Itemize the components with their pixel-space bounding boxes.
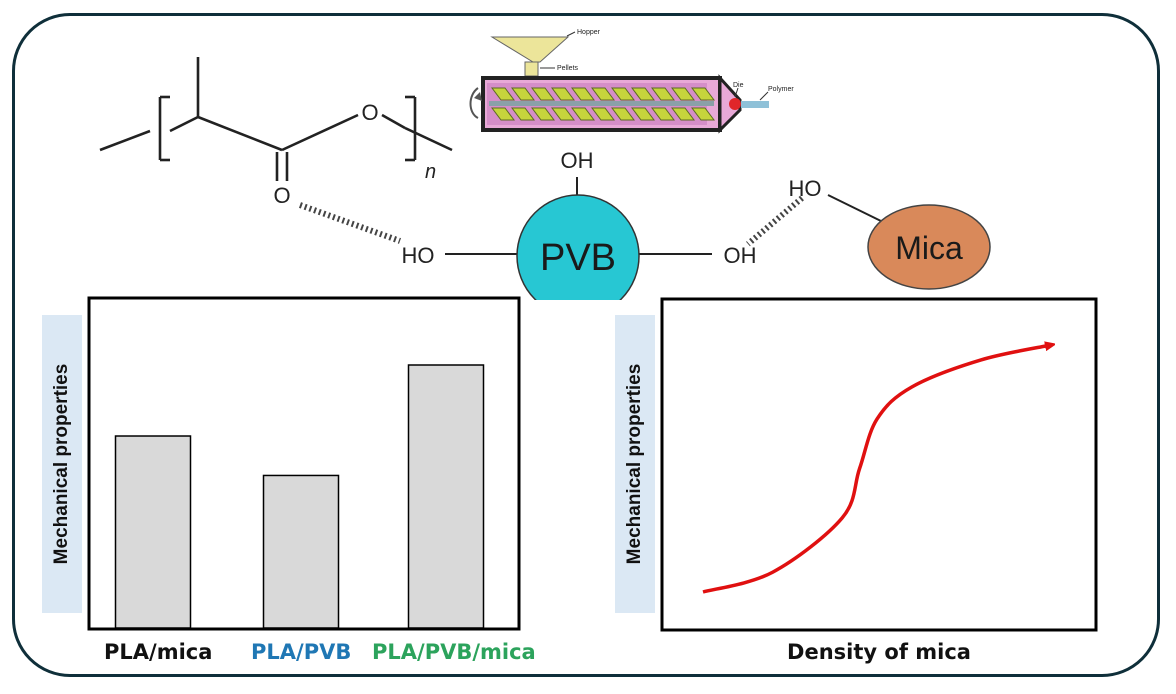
left-ylabel-box: Mechanical properties	[42, 315, 82, 613]
pla-bond	[281, 113, 359, 152]
pvb-label: PVB	[540, 237, 616, 279]
pla-structure	[99, 57, 453, 181]
line-chart	[660, 297, 1098, 632]
ester-oxygen-atom: O	[361, 100, 378, 125]
mica-circle	[867, 204, 991, 290]
die-label: Die	[733, 82, 744, 89]
right-chart-ylabel: Mechanical properties	[624, 363, 645, 565]
bar-0	[114, 435, 192, 629]
mica-bond	[827, 194, 884, 223]
polymer-label: Polymer	[768, 86, 794, 93]
bar-1	[262, 474, 340, 629]
pvb-circle	[516, 194, 640, 300]
pvb-oh-top: OH	[561, 148, 594, 173]
interaction-scheme: O O n PVB OH HO OH HO Mica	[99, 29, 991, 300]
repeat-subscript: n	[425, 161, 436, 183]
hopper-label: Hopper	[577, 29, 601, 36]
bar-2	[407, 364, 485, 629]
left-chart-ylabel: Mechanical properties	[51, 363, 72, 565]
hydrogen-bond-right	[746, 195, 804, 247]
mica-ho: HO	[789, 176, 822, 201]
right-chart-xlabel: Density of mica	[787, 640, 971, 664]
pvb-oh-right: OH	[724, 243, 757, 268]
pla-bond	[404, 126, 453, 152]
pla-bond	[169, 115, 199, 133]
extruder-diagram	[469, 31, 769, 134]
pla-bond	[381, 113, 406, 130]
pvb-ho-left: HO	[402, 243, 435, 268]
carbonyl-oxygen-atom: O	[273, 183, 290, 208]
bar-category-label-1: PLA/PVB	[251, 640, 352, 664]
pla-bond	[99, 129, 151, 152]
pellets-label: Pellets	[557, 65, 579, 72]
series-line	[702, 345, 1051, 594]
bar-category-label-0: PLA/mica	[104, 640, 213, 664]
bar-category-label-2: PLA/PVB/mica	[372, 640, 536, 664]
pla-bond	[197, 115, 283, 152]
bar-chart	[87, 296, 521, 631]
outer-frame	[12, 13, 1160, 677]
right-ylabel-box: Mechanical properties	[615, 315, 655, 613]
hydrogen-bond-left	[298, 202, 402, 244]
line-chart-frame	[660, 297, 1098, 632]
mica-label: Mica	[895, 230, 963, 266]
